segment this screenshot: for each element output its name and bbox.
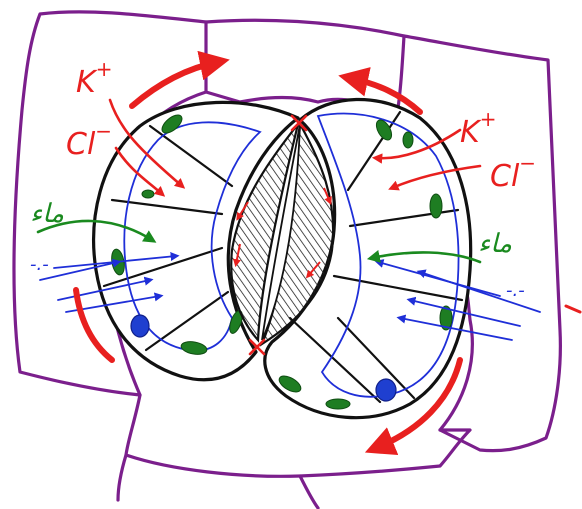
ion-labels: K+ Cl− K+ Cl− [66, 57, 536, 194]
ion-arrow-k-right [371, 128, 462, 164]
label-cl-right: Cl− [490, 151, 536, 194]
ion-arrow-k-left [108, 98, 186, 189]
blue-labels: -.- -.- [30, 254, 525, 301]
label-k-left: K+ [76, 57, 112, 100]
guard-cell-left [92, 100, 300, 382]
nucleus-right [375, 378, 397, 402]
expansion-arrow-top-right [338, 67, 423, 115]
pore-opening [261, 123, 301, 341]
expansion-arrow-top-left [129, 50, 230, 109]
label-cl-left: Cl− [66, 119, 112, 162]
water-arrow-left [36, 219, 157, 243]
water-arrows [36, 219, 482, 264]
water-inflow-right [374, 259, 541, 341]
label-blue-left: -.- [30, 254, 49, 275]
red-tick-right [564, 304, 582, 314]
ion-arrows [108, 98, 482, 197]
pore-left-thickening [230, 123, 300, 343]
stomatal-pore [230, 114, 335, 356]
nucleus-left [130, 314, 150, 338]
ion-arrow-cl-left [114, 146, 166, 197]
chloroplast [141, 189, 155, 199]
label-blue-right: -.- [506, 280, 525, 301]
ion-arrow-cl-right [388, 164, 482, 191]
water-arrow-right [366, 250, 482, 264]
epidermal-cell-bottom-divider [298, 474, 320, 509]
chloroplast [429, 193, 443, 219]
water-labels: ماء ماء [30, 199, 512, 259]
expansion-arrow-bottom-left [73, 287, 115, 363]
chloroplast [325, 398, 351, 410]
pore-tip-mark-top [290, 114, 308, 132]
epidermal-cell-bottom [124, 393, 472, 478]
chloroplast [439, 305, 453, 331]
chloroplast [278, 375, 302, 393]
chloroplast [161, 114, 183, 134]
label-water-right: ماء [478, 229, 512, 259]
label-k-right: K+ [460, 107, 496, 150]
vacuole-left [123, 121, 262, 352]
guard-cell-left-outline [92, 100, 300, 382]
chloroplast [375, 119, 393, 141]
chloroplast [402, 131, 414, 149]
epidermal-cell-bottom-left-edge [116, 453, 128, 502]
chloroplast [180, 341, 208, 355]
label-water-left: ماء [30, 199, 64, 229]
pore-tip-mark-bottom [248, 338, 266, 356]
expansion-arrows [73, 50, 463, 456]
expansion-arrow-bottom-right [364, 357, 463, 456]
